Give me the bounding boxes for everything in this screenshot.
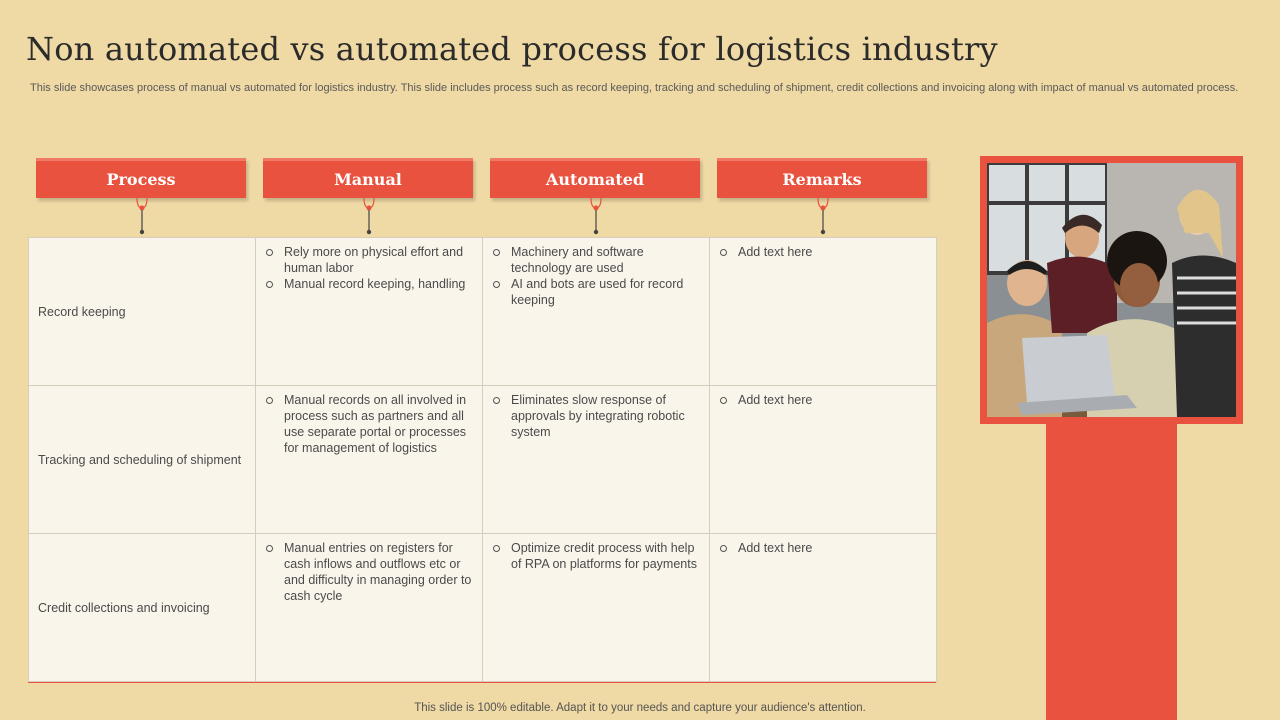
table-row: Tracking and scheduling of shipment Manu…	[28, 385, 937, 534]
list-item: Optimize credit process with help of RPA…	[491, 540, 701, 572]
decorative-stand	[1046, 424, 1177, 720]
pin-connector-icon	[590, 197, 602, 235]
header-process: Process	[36, 158, 246, 198]
remarks-cell: Add text here	[709, 385, 937, 534]
header-automated: Automated	[490, 158, 700, 198]
list-item: Manual records on all involved in proces…	[264, 392, 474, 456]
remarks-cell: Add text here	[709, 237, 937, 386]
header-manual: Manual	[263, 158, 473, 198]
list-item: Add text here	[718, 392, 928, 408]
pin-connector-icon	[363, 197, 375, 235]
list-item: Manual record keeping, handling	[264, 276, 474, 292]
list-item: Rely more on physical effort and human l…	[264, 244, 474, 276]
automated-cell: Eliminates slow response of approvals by…	[482, 385, 710, 534]
list-item: Manual entries on registers for cash inf…	[264, 540, 474, 604]
footer-note: This slide is 100% editable. Adapt it to…	[414, 702, 866, 714]
automated-cell: Optimize credit process with help of RPA…	[482, 533, 710, 682]
photo-frame	[980, 156, 1243, 424]
process-cell: Credit collections and invoicing	[28, 533, 256, 682]
process-cell: Tracking and scheduling of shipment	[28, 385, 256, 534]
process-cell: Record keeping	[28, 237, 256, 386]
remarks-cell: Add text here	[709, 533, 937, 682]
list-item: Add text here	[718, 540, 928, 556]
list-item: Machinery and software technology are us…	[491, 244, 701, 276]
list-item: Add text here	[718, 244, 928, 260]
list-item: Eliminates slow response of approvals by…	[491, 392, 701, 440]
automated-cell: Machinery and software technology are us…	[482, 237, 710, 386]
table-row: Record keeping Rely more on physical eff…	[28, 237, 937, 386]
manual-cell: Manual records on all involved in proces…	[255, 385, 483, 534]
pin-connector-icon	[136, 197, 148, 235]
slide-subtitle: This slide showcases process of manual v…	[30, 82, 1239, 94]
team-photo-image	[987, 163, 1236, 417]
manual-cell: Manual entries on registers for cash inf…	[255, 533, 483, 682]
header-remarks: Remarks	[717, 158, 927, 198]
comparison-table: Record keeping Rely more on physical eff…	[28, 237, 937, 683]
table-row: Credit collections and invoicing Manual …	[28, 533, 937, 682]
slide-title: Non automated vs automated process for l…	[26, 30, 998, 68]
pin-connector-icon	[817, 197, 829, 235]
manual-cell: Rely more on physical effort and human l…	[255, 237, 483, 386]
list-item: AI and bots are used for record keeping	[491, 276, 701, 308]
